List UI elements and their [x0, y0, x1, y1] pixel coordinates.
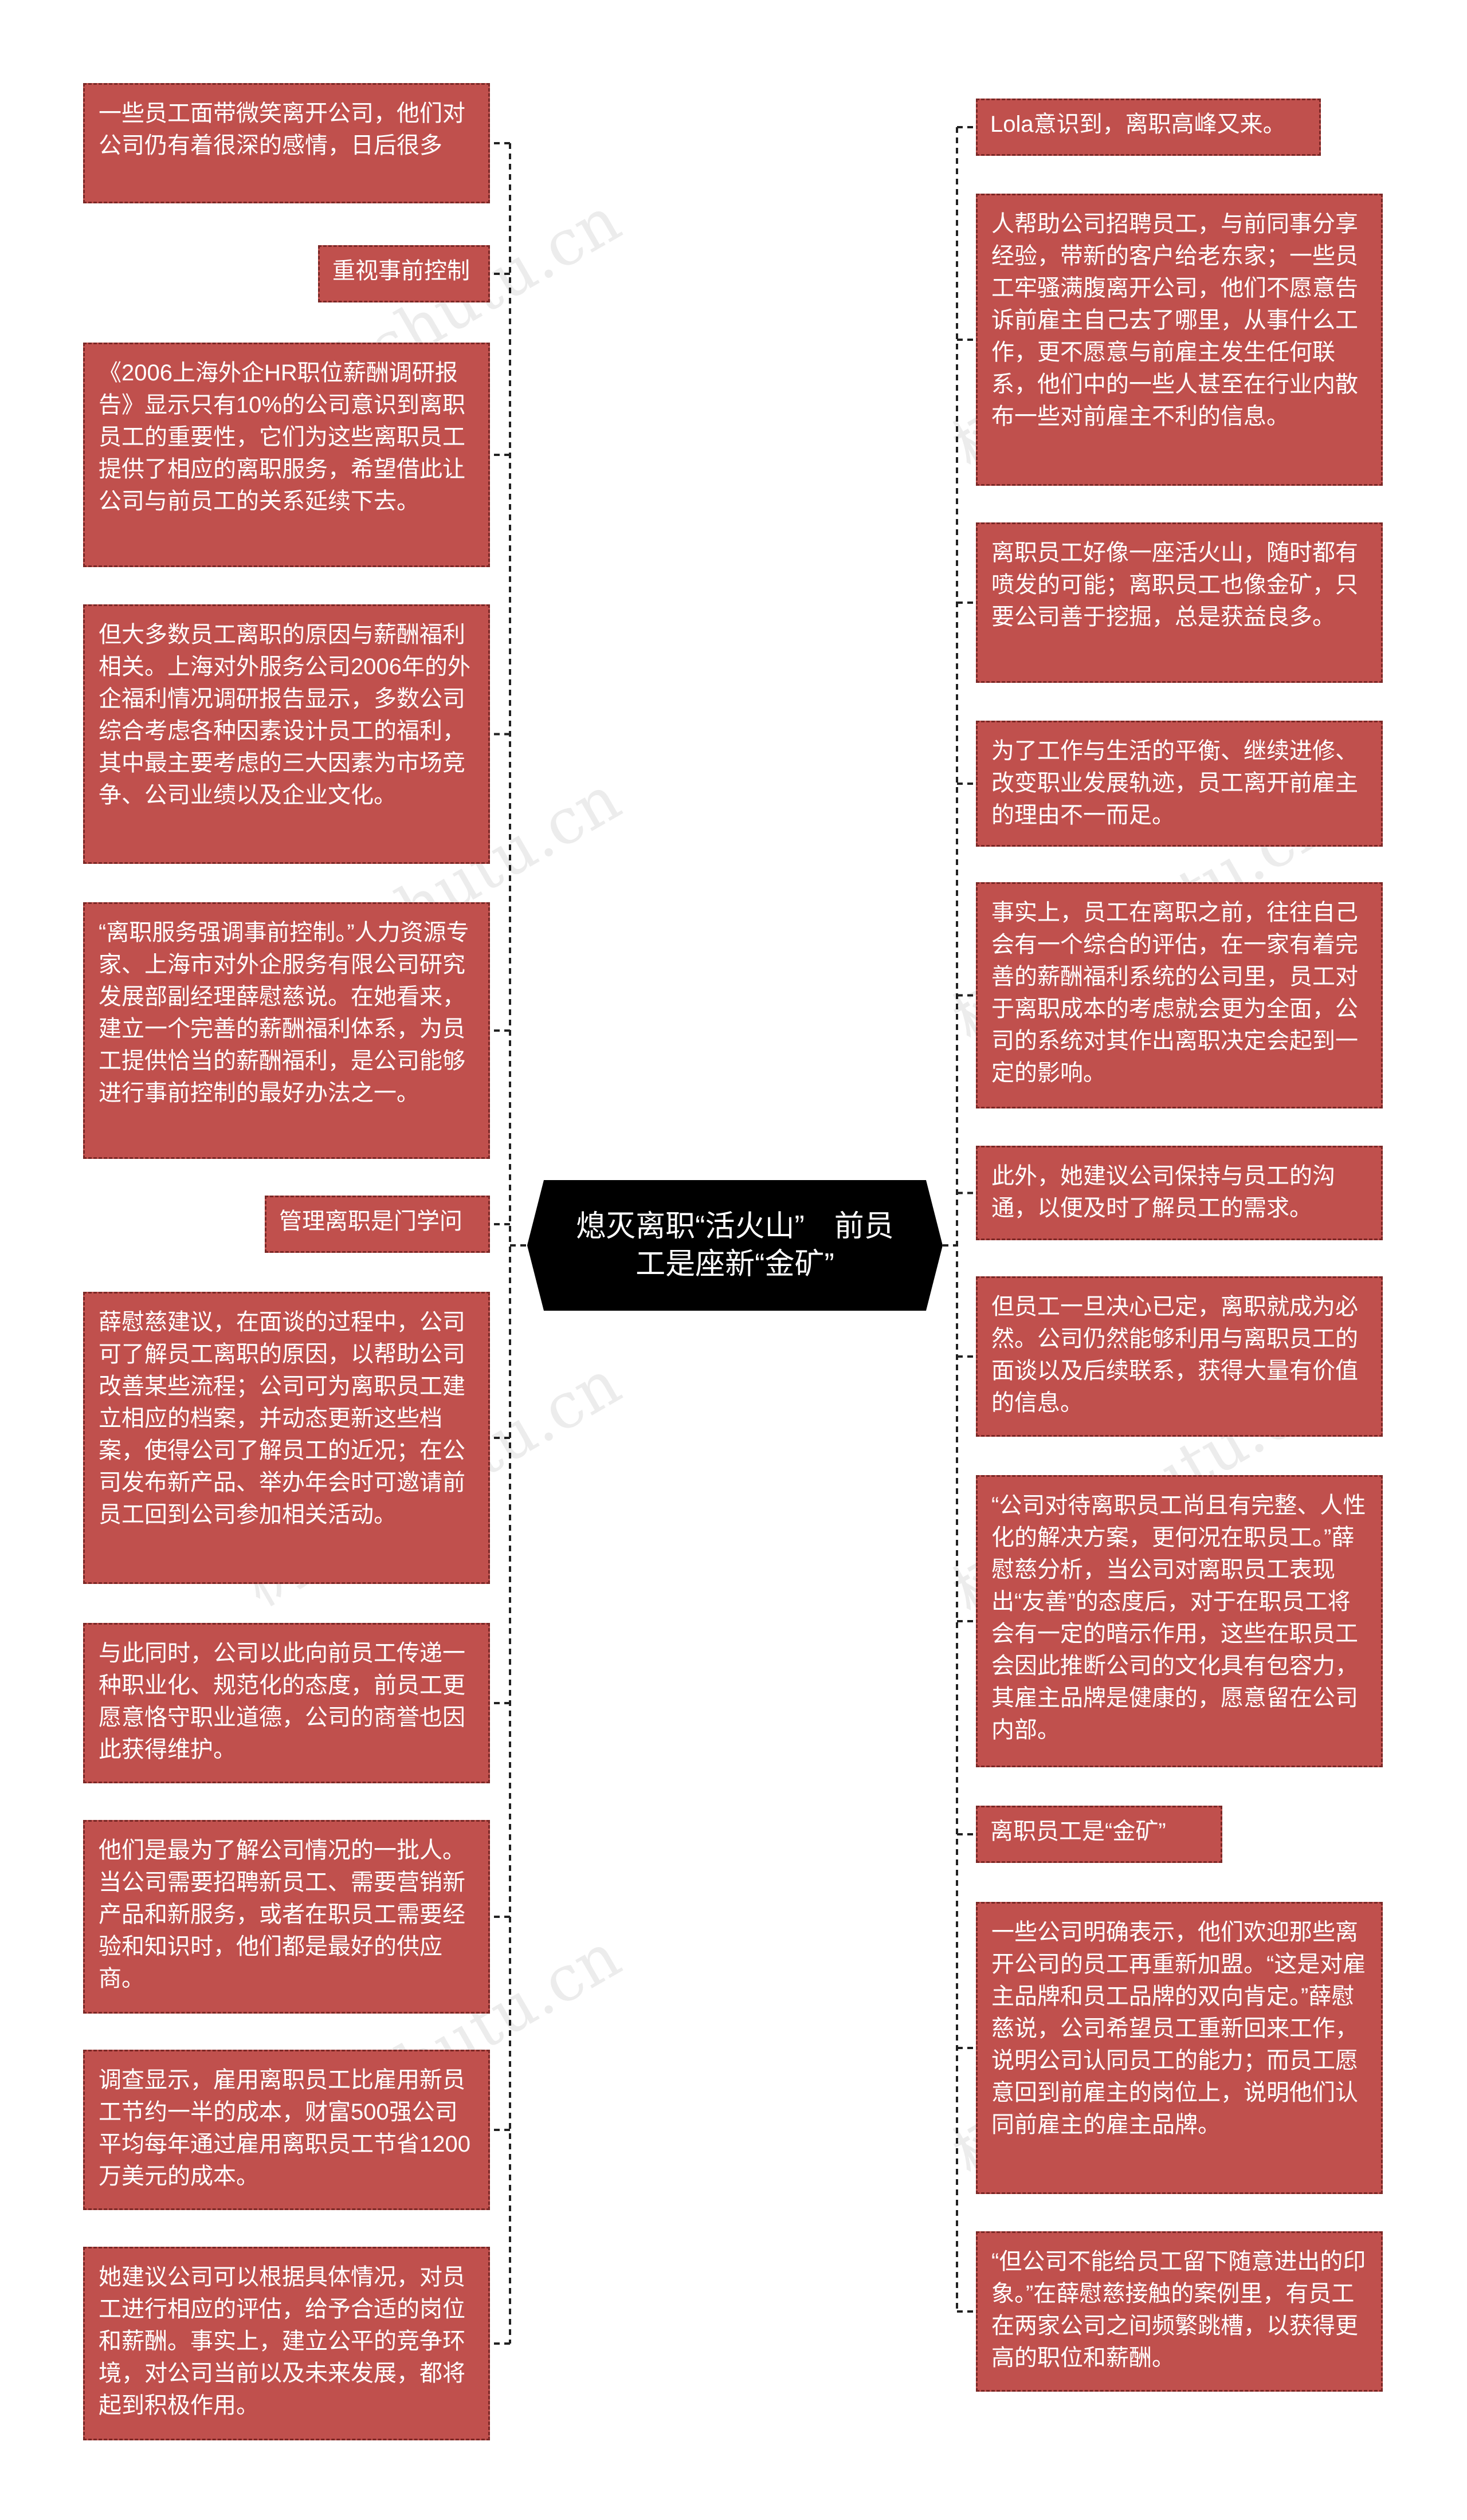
right-node-1[interactable]: Lola意识到，离职高峰又来。 — [976, 99, 1321, 156]
right-node-3[interactable]: 离职员工好像一座活火山，随时都有喷发的可能；离职员工也像金矿，只要公司善于挖掘，… — [976, 522, 1383, 683]
left-node-6[interactable]: 管理离职是门学问 — [265, 1196, 490, 1253]
left-node-3[interactable]: 《2006上海外企HR职位薪酬调研报告》显示只有10%的公司意识到离职员工的重要… — [83, 343, 490, 567]
left-node-1[interactable]: 一些员工面带微笑离开公司，他们对公司仍有着很深的感情，日后很多 — [83, 83, 490, 203]
left-node-4[interactable]: 但大多数员工离职的原因与薪酬福利相关。上海对外服务公司2006年的外企福利情况调… — [83, 604, 490, 864]
left-node-11[interactable]: 她建议公司可以根据具体情况，对员工进行相应的评估，给予合适的岗位和薪酬。事实上，… — [83, 2247, 490, 2440]
right-node-7[interactable]: 但员工一旦决心已定，离职就成为必然。公司仍然能够利用与离职员工的面谈以及后续联系… — [976, 1276, 1383, 1437]
left-node-2[interactable]: 重视事前控制 — [318, 245, 490, 302]
left-node-8[interactable]: 与此同时，公司以此向前员工传递一种职业化、规范化的态度，前员工更愿意恪守职业道德… — [83, 1623, 490, 1783]
left-node-5[interactable]: “离职服务强调事前控制。”人力资源专家、上海市对外企服务有限公司研究发展部副经理… — [83, 902, 490, 1159]
right-node-4[interactable]: 为了工作与生活的平衡、继续进修、改变职业发展轨迹，员工离开前雇主的理由不一而足。 — [976, 721, 1383, 847]
left-node-7[interactable]: 薛慰慈建议，在面谈的过程中，公司可了解员工离职的原因，以帮助公司改善某些流程；公… — [83, 1292, 490, 1584]
left-node-10[interactable]: 调查显示，雇用离职员工比雇用新员工节约一半的成本，财富500强公司平均每年通过雇… — [83, 2050, 490, 2210]
central-topic[interactable]: 熄灭离职“活火山” 前员工是座新“金矿” — [527, 1180, 943, 1311]
right-node-10[interactable]: 一些公司明确表示，他们欢迎那些离开公司的员工再重新加盟。“这是对雇主品牌和员工品… — [976, 1902, 1383, 2194]
left-node-9[interactable]: 他们是最为了解公司情况的一批人。当公司需要招聘新员工、需要营销新产品和新服务，或… — [83, 1820, 490, 2014]
right-node-6[interactable]: 此外，她建议公司保持与员工的沟通，以便及时了解员工的需求。 — [976, 1146, 1383, 1240]
right-node-9[interactable]: 离职员工是“金矿” — [976, 1806, 1222, 1863]
right-node-2[interactable]: 人帮助公司招聘员工，与前同事分享经验，带新的客户给老东家；一些员工牢骚满腹离开公… — [976, 194, 1383, 486]
right-node-5[interactable]: 事实上，员工在离职之前，往往自己会有一个综合的评估，在一家有着完善的薪酬福利系统… — [976, 882, 1383, 1108]
right-node-11[interactable]: “但公司不能给员工留下随意进出的印象。”在薛慰慈接触的案例里，有员工在两家公司之… — [976, 2231, 1383, 2392]
right-node-8[interactable]: “公司对待离职员工尚且有完整、人性化的解决方案，更何况在职员工。”薛慰慈分析，当… — [976, 1475, 1383, 1767]
